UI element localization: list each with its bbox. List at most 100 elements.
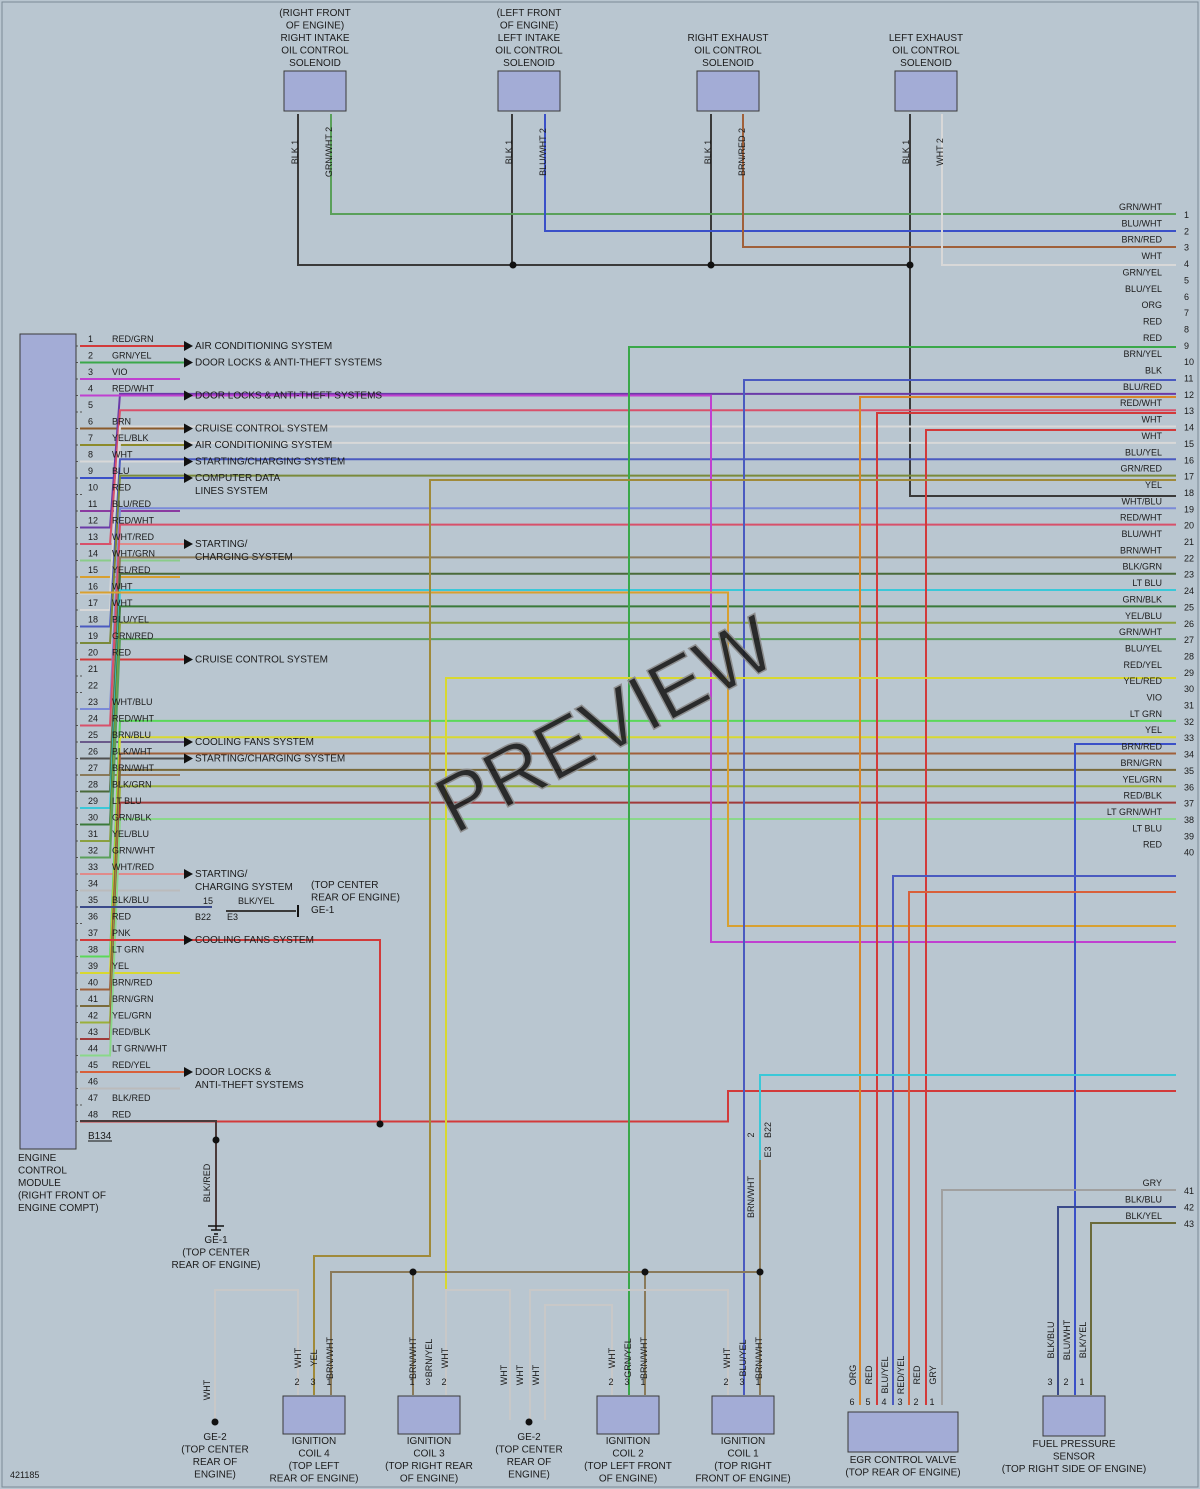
right-wire-number: 17 (1184, 472, 1194, 482)
solenoid-box (283, 70, 347, 112)
ge2-label: (TOP CENTER (495, 1445, 562, 1456)
solenoid-label: OIL CONTROL (694, 46, 762, 57)
ecm-pin-number: 39 (88, 961, 98, 971)
right-wire-number: 35 (1184, 766, 1194, 776)
right-wire-number: 2 (1184, 226, 1189, 236)
ecm-pin-number: 40 (88, 978, 98, 988)
ground-splice (906, 261, 914, 269)
ge1b-label: (TOP CENTER (182, 1248, 249, 1259)
coil-label: IGNITION (407, 1436, 451, 1447)
ecm-pin-number: 48 (88, 1110, 98, 1120)
right-wire-number: 3 (1184, 243, 1189, 253)
system-arrow (184, 869, 193, 879)
ecm-pin-number: 21 (88, 664, 98, 674)
ecm-pin-wire-color: YEL (112, 961, 129, 971)
right-wire-color: LT BLU (1132, 578, 1162, 588)
right-wire-number: 8 (1184, 324, 1189, 334)
solenoid-pin1-label: BLK 1 (290, 140, 300, 165)
system-reference: DOOR LOCKS & ANTI-THEFT SYSTEMS (195, 391, 382, 402)
ecm-connector-id: B134 (88, 1131, 112, 1142)
right-wire-number: 13 (1184, 406, 1194, 416)
ecm-pin-wire-color: BRN (112, 417, 131, 427)
ge2-label: GE-2 (203, 1432, 227, 1443)
solenoid-signal-wire (941, 114, 1176, 266)
right-wire-number: 9 (1184, 341, 1189, 351)
ecm-pin-number: 31 (88, 829, 98, 839)
right-wire-color: BLU/YEL (1125, 447, 1162, 457)
ge2-label: REAR OF (507, 1457, 551, 1468)
coil-pin-number: 2 (441, 1377, 446, 1387)
right-wire-color: BLK/GRN (1122, 562, 1162, 572)
right-wire-color: GRN/WHT (1119, 627, 1162, 637)
solenoid-ground-wire (909, 114, 1176, 497)
coil-label: COIL 2 (612, 1449, 644, 1460)
ecm-pin-wire-color: RED/YEL (112, 1060, 151, 1070)
solenoid-label: OF ENGINE) (286, 21, 344, 32)
right-wire-color: WHT (1142, 431, 1163, 441)
ecm-pin-wire-color: GRN/WHT (112, 846, 155, 856)
coil-label: IGNITION (721, 1436, 765, 1447)
egr-pin-wire-color: RED (864, 1365, 874, 1385)
coil-label: (TOP RIGHT REAR (385, 1461, 473, 1472)
egr-pin-number: 6 (849, 1397, 854, 1407)
right-wire-number: 16 (1184, 455, 1194, 465)
coil-pin-wire-color: BRN/WHT (408, 1337, 418, 1379)
ge1-connector-b: B22 (195, 912, 211, 922)
ecm-pin-number: 5 (88, 400, 93, 410)
ecm-pin-number: 43 (88, 1027, 98, 1037)
ecm-title: CONTROL (18, 1166, 67, 1177)
watermark: PREVIEW (421, 598, 789, 850)
solenoid-box (894, 70, 958, 112)
ecm-pin-wire-color: WHT/GRN (112, 549, 155, 559)
ecm-pin-number: 2 (88, 351, 93, 361)
right-wire-number: 20 (1184, 521, 1194, 531)
ecm-pin-number: 14 (88, 549, 98, 559)
ecm-pin-number: 16 (88, 582, 98, 592)
solenoid-signal-wire (330, 114, 1176, 215)
right-wire-number: 6 (1184, 292, 1189, 302)
solenoid-pin2-label: BRN/RED 2 (737, 128, 747, 176)
ground-point (211, 1418, 219, 1426)
ge1-label: (TOP CENTER (311, 880, 378, 891)
system-reference: CRUISE CONTROL SYSTEM (195, 424, 328, 435)
fuel-sensor-pin-wire-color: BLK/BLU (1046, 1321, 1056, 1358)
right-wire-number: 7 (1184, 308, 1189, 318)
ecm-pin-wire-color: RED/GRN (112, 334, 154, 344)
ecm-pin-wire-color: BRN/BLU (112, 730, 151, 740)
right-wire-color: BRN/WHT (1120, 545, 1162, 555)
fuel-pressure-sensor-box (1042, 1395, 1106, 1437)
egr-wire (859, 396, 1176, 1405)
coil-pin-number: 1 (326, 1377, 331, 1387)
system-arrow (184, 935, 193, 945)
solenoid-pin2-label: WHT 2 (935, 138, 945, 166)
right-wire-color: YEL/RED (1123, 676, 1162, 686)
ecm-pin-number: 38 (88, 945, 98, 955)
right-wire-number: 31 (1184, 701, 1194, 711)
connector-pin: 2 (746, 1132, 756, 1137)
ecm-pin-wire-color: PNK (112, 928, 131, 938)
system-reference: DOOR LOCKS & ANTI-THEFT SYSTEMS (195, 358, 382, 369)
right-wire-number: 30 (1184, 684, 1194, 694)
ge1-label: GE-1 (311, 905, 335, 916)
ecm-pin-number: 45 (88, 1060, 98, 1070)
right-wire-color: LT BLU (1132, 823, 1162, 833)
sensor-wire (1057, 1206, 1176, 1395)
ecm-pin-number: 44 (88, 1044, 98, 1054)
egr-label: EGR CONTROL VALVE (850, 1455, 957, 1466)
splice (641, 1268, 649, 1276)
ecm-pin-wire-color: GRN/RED (112, 631, 154, 641)
ecm-harness-wire (80, 1090, 1176, 1123)
coil-pin-number: 1 (640, 1377, 645, 1387)
right-wire-number: 15 (1184, 439, 1194, 449)
ecm-pin-wire-color: GRN/YEL (112, 351, 152, 361)
ecm-pin-wire-color: RED (112, 483, 132, 493)
ecm-pin-wire-color: WHT/BLU (112, 697, 153, 707)
egr-pin-number: 1 (929, 1397, 934, 1407)
coil-pin-wire-color: BRN/WHT (325, 1337, 335, 1379)
system-arrow (184, 1067, 193, 1077)
ge2-label: (TOP CENTER (181, 1445, 248, 1456)
ecm-pin-number: 34 (88, 879, 98, 889)
system-reference: COOLING FANS SYSTEM (195, 935, 314, 946)
ecm-pin-wire-color: RED (112, 1110, 132, 1120)
